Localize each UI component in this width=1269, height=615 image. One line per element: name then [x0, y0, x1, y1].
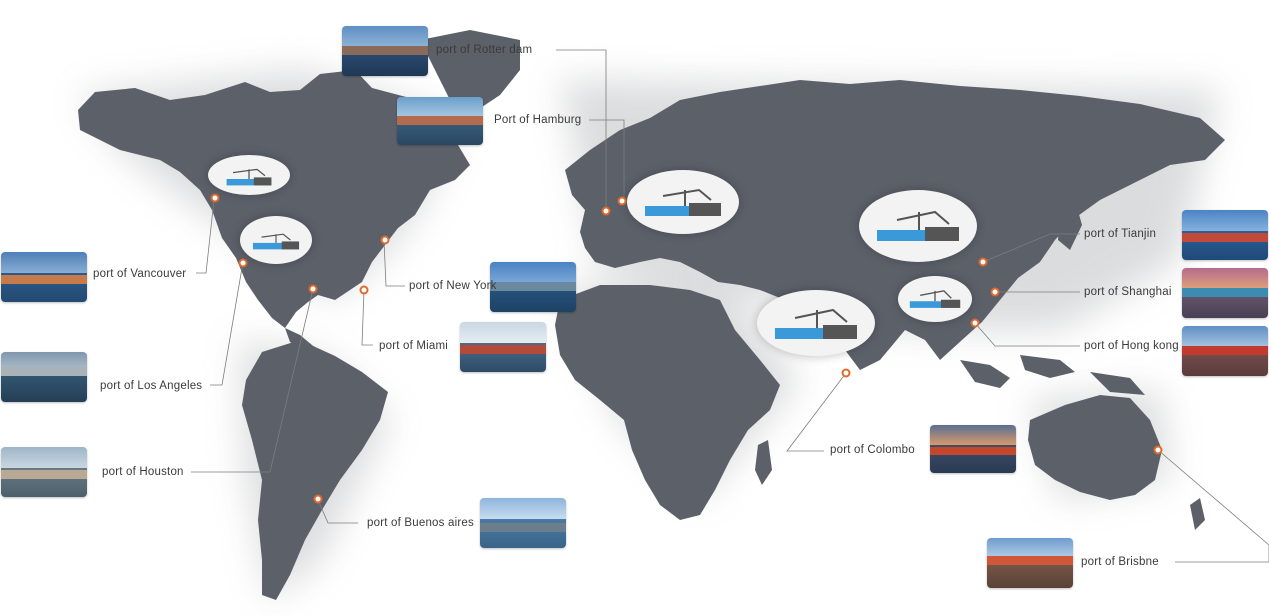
rotterdam-label[interactable]: port of Rotter dam	[436, 44, 533, 56]
rotterdam-harbor-photo	[342, 26, 428, 76]
sinchold-logo-badge	[859, 190, 977, 262]
miami-label[interactable]: port of Miami	[379, 340, 449, 352]
shanghai-harbor-photo	[1182, 268, 1268, 318]
buenos-aires-marker[interactable]	[313, 494, 323, 504]
hong-kong-marker[interactable]	[970, 318, 980, 328]
hamburg-label[interactable]: Port of Hamburg	[494, 114, 582, 126]
brisbane-harbor-photo	[987, 538, 1073, 588]
los-angeles-label[interactable]: port of Los Angeles	[100, 380, 203, 392]
sinchold-logo-icon	[252, 233, 300, 250]
shanghai-marker[interactable]	[990, 287, 1000, 297]
hong-kong-harbor-photo	[1182, 326, 1268, 376]
hong-kong-label[interactable]: port of Hong kong	[1084, 340, 1179, 352]
hamburg-marker[interactable]	[617, 196, 627, 206]
buenos-aires-label[interactable]: port of Buenos aires	[367, 517, 474, 529]
rotterdam-marker[interactable]	[601, 206, 611, 216]
sinchold-logo-badge	[627, 170, 739, 234]
vancouver-marker[interactable]	[210, 193, 220, 203]
houston-label[interactable]: port of Houston	[102, 466, 184, 478]
los-angeles-harbor-photo	[1, 352, 87, 402]
sinchold-logo-badge	[240, 216, 312, 264]
colombo-label[interactable]: port of Colombo	[830, 444, 915, 456]
sinchold-logo-badge	[208, 155, 290, 195]
brisbane-label[interactable]: port of Brisbne	[1081, 556, 1159, 568]
new-york-label[interactable]: port of New York	[409, 280, 497, 292]
buenos-aires-harbor-photo	[480, 498, 566, 548]
sinchold-logo-badge	[898, 276, 972, 322]
miami-harbor-photo	[460, 322, 546, 372]
shanghai-label[interactable]: port of Shanghai	[1084, 286, 1172, 298]
new-york-marker[interactable]	[380, 235, 390, 245]
vancouver-label[interactable]: port of Vancouver	[93, 268, 187, 280]
tianjin-label[interactable]: port of Tianjin	[1084, 228, 1157, 240]
sinchold-logo-icon	[775, 308, 857, 339]
tianjin-harbor-photo	[1182, 210, 1268, 260]
colombo-marker[interactable]	[841, 368, 851, 378]
sinchold-logo-icon	[226, 168, 272, 186]
sinchold-logo-icon	[645, 188, 721, 216]
brisbane-marker[interactable]	[1153, 445, 1163, 455]
tianjin-marker[interactable]	[978, 257, 988, 267]
vancouver-harbor-photo	[1, 252, 87, 302]
colombo-harbor-photo	[930, 425, 1016, 473]
miami-marker[interactable]	[359, 285, 369, 295]
los-angeles-marker[interactable]	[238, 258, 248, 268]
houston-harbor-photo	[1, 447, 87, 497]
hamburg-harbor-photo	[397, 97, 483, 145]
sinchold-logo-badge	[757, 290, 875, 356]
new-york-harbor-photo	[490, 262, 576, 312]
houston-marker[interactable]	[308, 284, 318, 294]
sinchold-logo-icon	[909, 290, 961, 308]
sinchold-logo-icon	[877, 210, 959, 241]
